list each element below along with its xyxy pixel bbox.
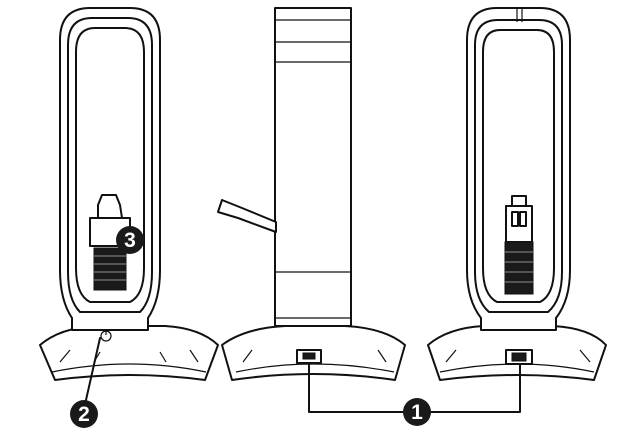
svg-text:2: 2 bbox=[78, 403, 90, 426]
svg-text:1: 1 bbox=[411, 401, 423, 424]
svg-text:3: 3 bbox=[124, 229, 136, 252]
power-icon bbox=[100, 329, 112, 342]
front-view bbox=[39, 7, 219, 381]
callout-1: 1 bbox=[403, 398, 431, 426]
back-view bbox=[427, 7, 607, 381]
callout-3: 3 bbox=[116, 226, 144, 254]
side-view bbox=[217, 7, 406, 381]
callout-2: 2 bbox=[70, 400, 98, 428]
cable-clip bbox=[504, 195, 534, 295]
